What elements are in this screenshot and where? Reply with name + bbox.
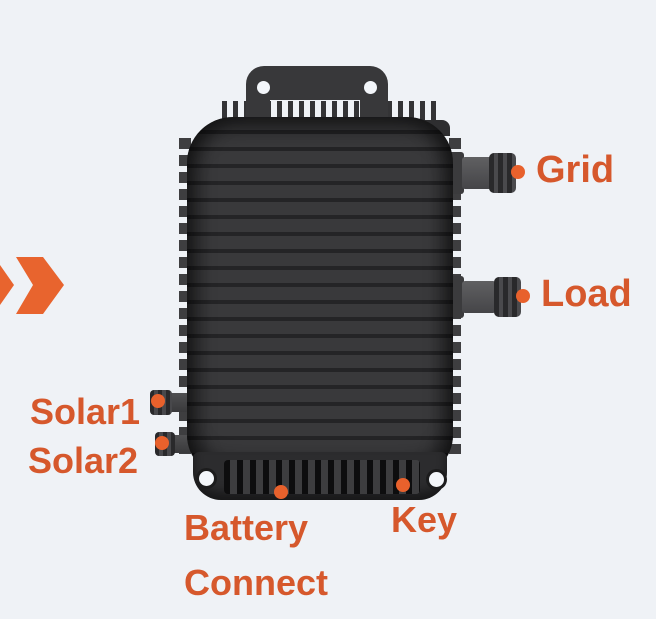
key-marker	[396, 478, 410, 492]
load-port-marker	[516, 289, 530, 303]
solar2-port-marker	[155, 436, 169, 450]
grid-connector-barrel	[462, 157, 492, 189]
chevron-full	[16, 257, 64, 314]
inverter-body	[187, 117, 453, 477]
load-connector-barrel	[462, 281, 496, 313]
grid-port-label: Grid	[536, 149, 615, 191]
bottom-fins	[224, 460, 420, 494]
screw-hole-left	[199, 471, 214, 486]
double-chevron-right-icon	[0, 257, 64, 314]
grid-port-marker	[511, 165, 525, 179]
solar1-port-marker	[151, 394, 165, 408]
solar1-port-label: Solar1	[30, 391, 141, 432]
battery-connect-label: Battery Connect	[184, 500, 328, 610]
battery-connect-label-line2: Connect	[184, 562, 328, 603]
battery-connect-label-line1: Battery	[184, 507, 309, 548]
bracket-hole-right	[364, 81, 377, 94]
load-port-label: Load	[541, 273, 632, 315]
key-label: Key	[391, 499, 458, 540]
battery-connect-marker	[274, 485, 288, 499]
chevron-partial	[0, 265, 14, 305]
bracket-hole-left	[257, 81, 270, 94]
screw-hole-right	[429, 472, 444, 487]
solar2-port-label: Solar2	[28, 440, 139, 481]
